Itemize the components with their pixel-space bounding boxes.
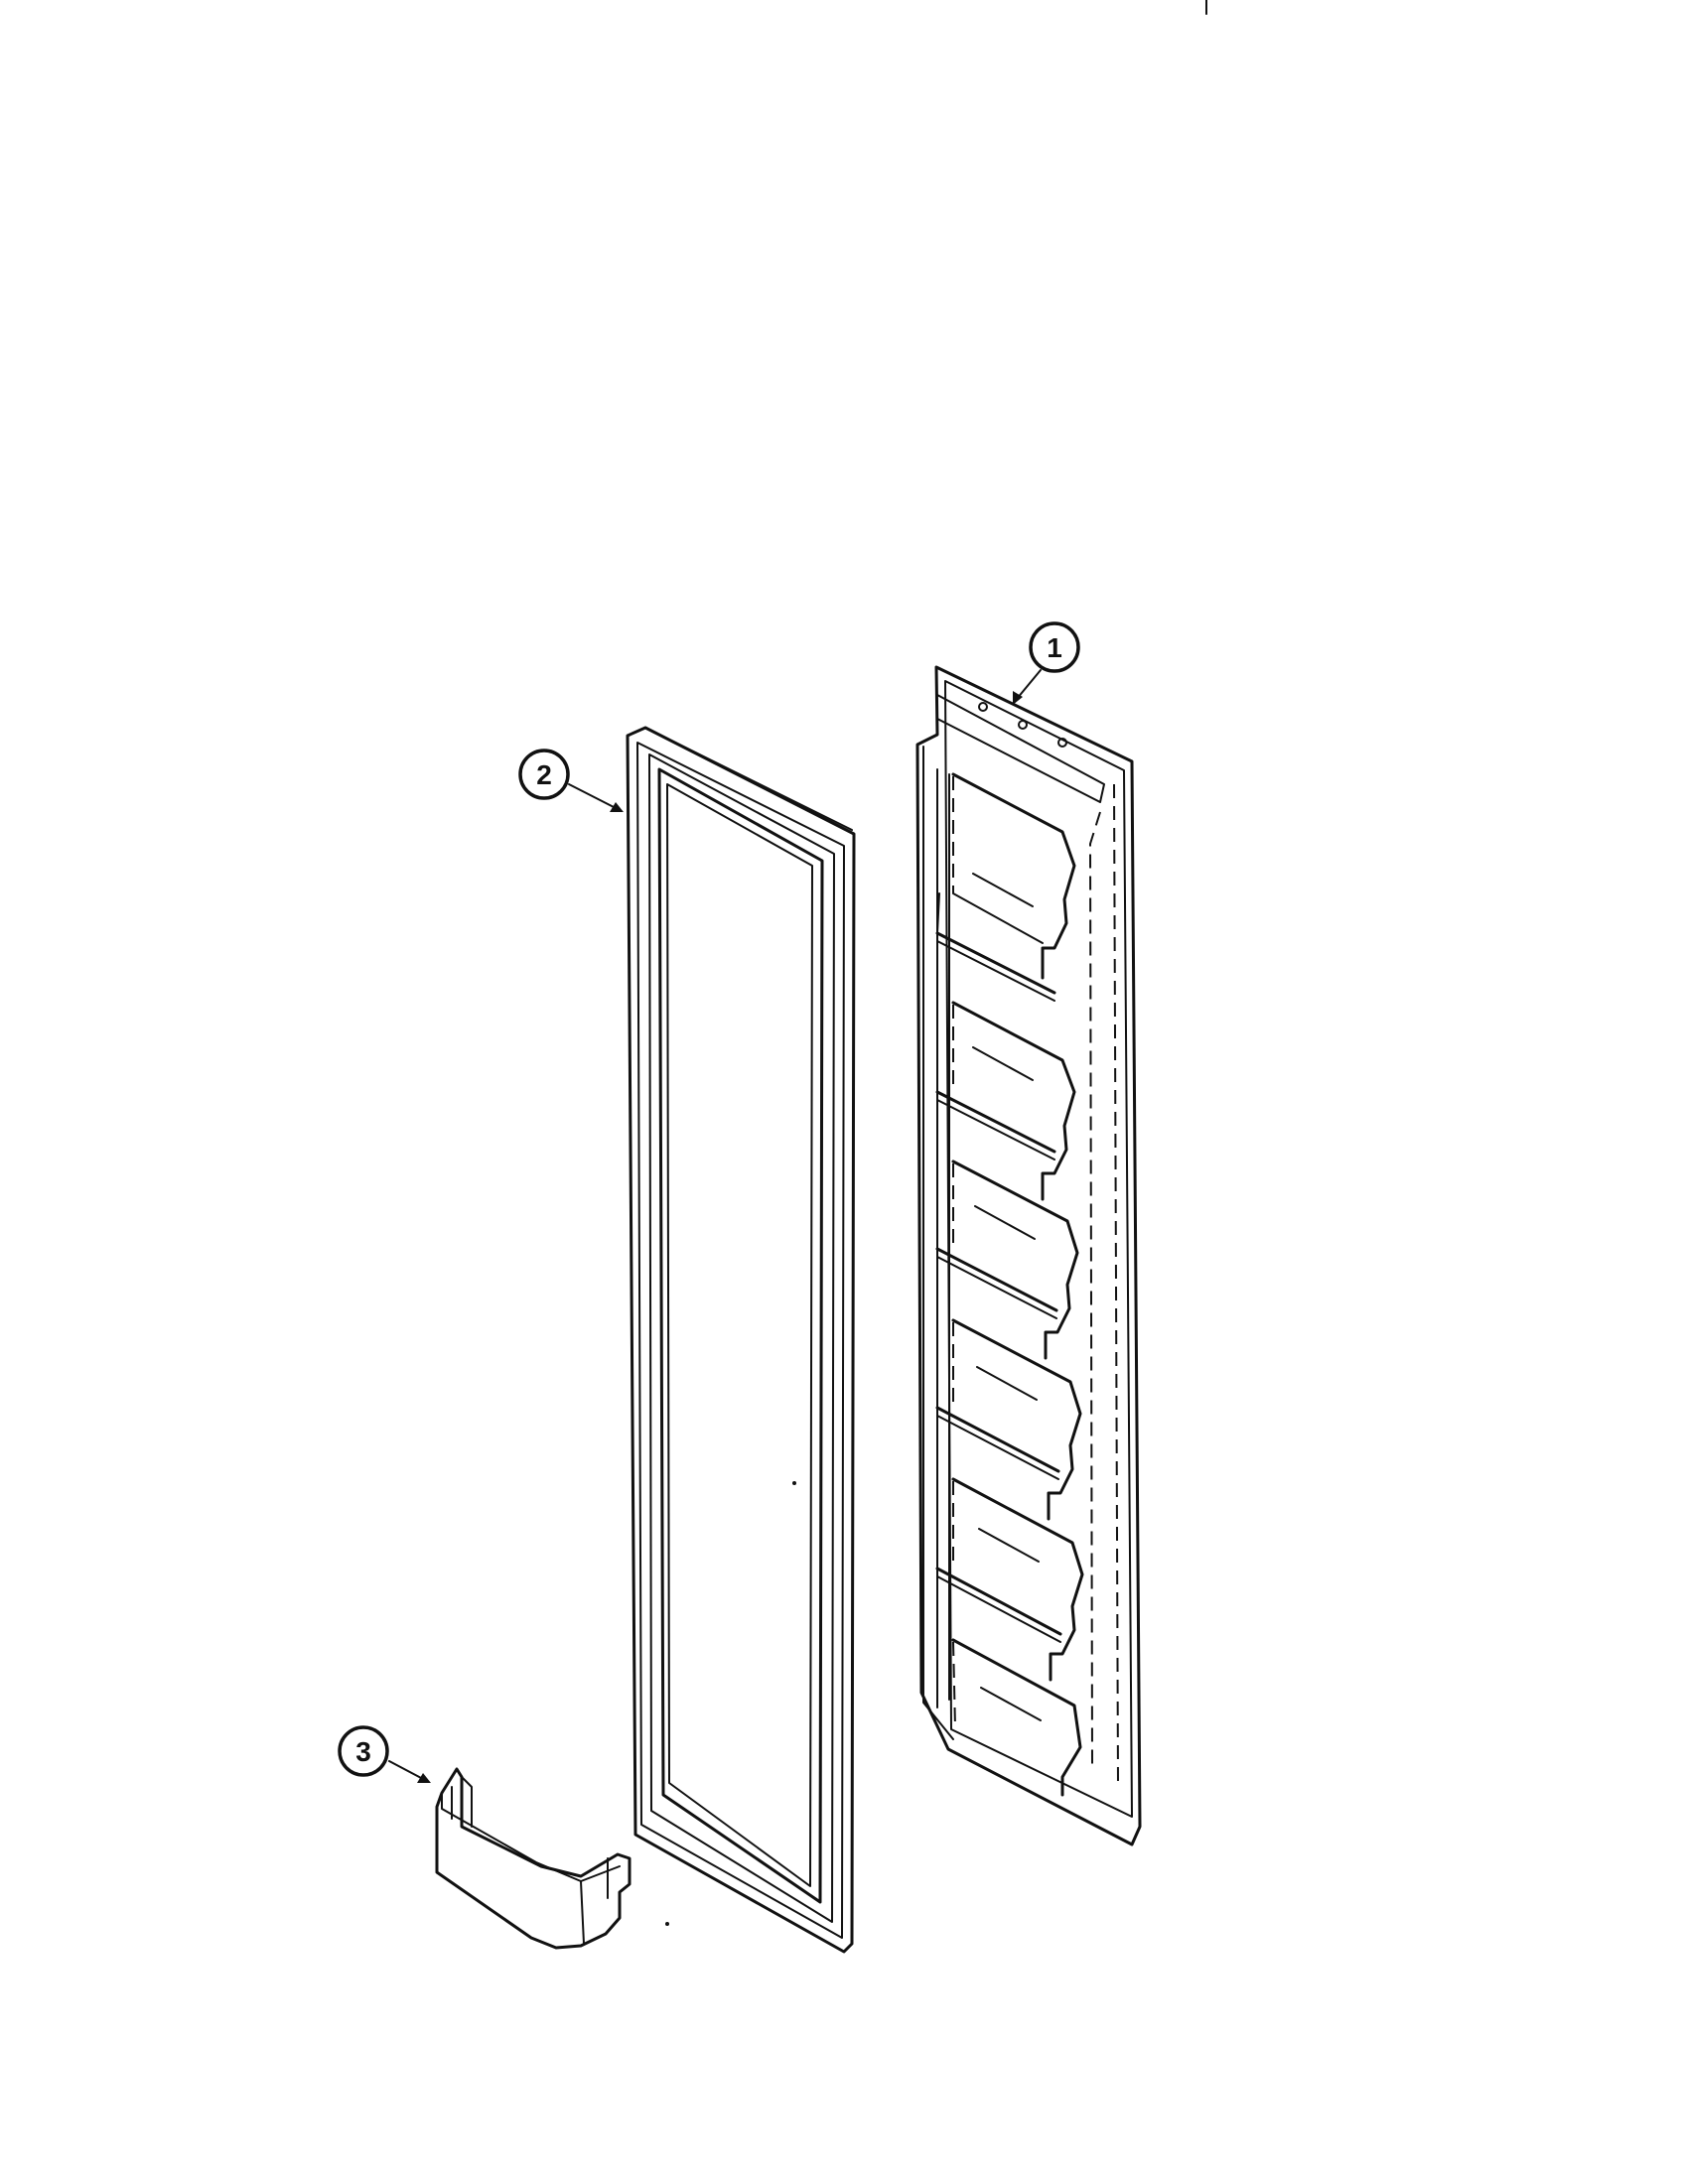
callout-3-label: 3 <box>355 1736 371 1767</box>
part-3-door-bin <box>435 1767 632 1950</box>
callout-2-arrowhead <box>610 802 624 812</box>
scan-speck <box>792 1481 796 1485</box>
door-bin-6 <box>951 1638 1082 1797</box>
scan-speck <box>665 1922 669 1926</box>
door-bin-3 <box>935 1160 1079 1360</box>
callout-3: 3 <box>338 1725 431 1783</box>
callout-3-arrowhead <box>417 1773 431 1783</box>
callout-1-label: 1 <box>1047 632 1062 663</box>
callout-1: 1 <box>1013 621 1080 705</box>
part-1-door-liner <box>915 665 1142 1846</box>
callout-2: 2 <box>518 749 624 812</box>
door-bin-1 <box>935 772 1076 1002</box>
callout-1-arrowhead <box>1013 691 1023 705</box>
callout-2-label: 2 <box>536 759 552 790</box>
door-bin-2 <box>935 1001 1076 1201</box>
door-bin-5 <box>935 1477 1084 1682</box>
part-2-door-gasket <box>626 726 856 1954</box>
door-bin-4 <box>935 1318 1082 1521</box>
